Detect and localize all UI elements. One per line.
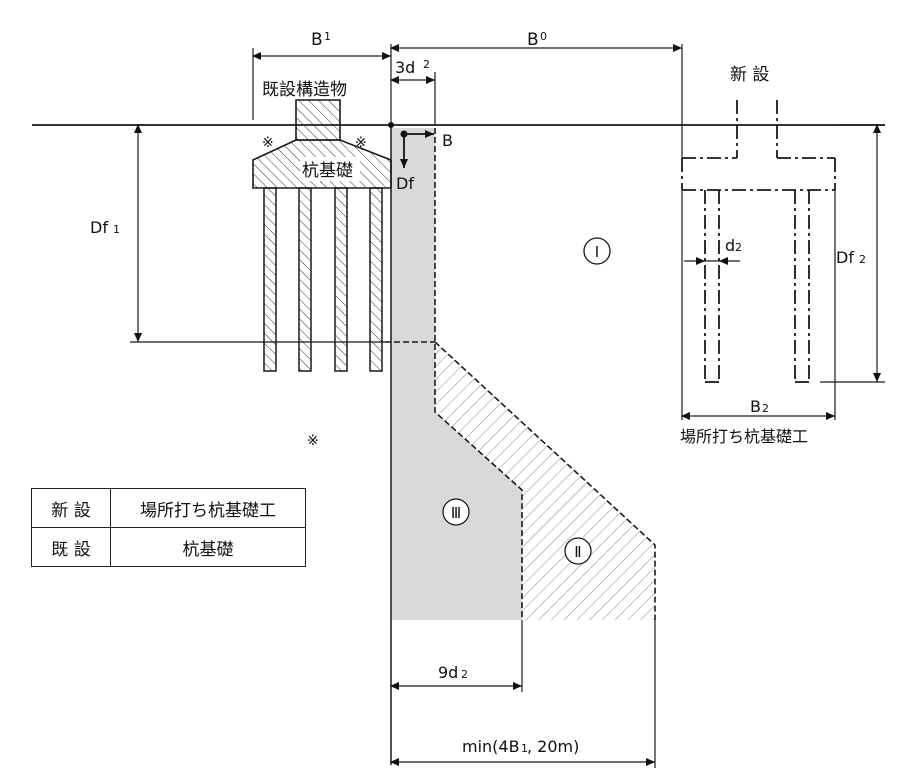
b0-subscript: 0 [540,30,547,43]
d2-label: d [725,236,735,255]
min-width-label: min(4B [462,737,520,756]
zone1-marker [583,237,611,265]
3d2-subscript: 2 [423,58,430,71]
existing-pile-4 [369,187,383,372]
legend-row: 新 設 場所打ち杭基礎工 [31,488,306,528]
existing-pile-2 [298,187,312,372]
df1-label: Df [90,218,108,237]
existing-structure-label: 既設構造物 [262,80,347,100]
b1-label: B [311,30,323,50]
min-width-tail: , 20m) [527,737,579,756]
asterisk-1: ※ [262,135,274,151]
new-foundation [681,100,836,383]
asterisk-2: ※ [355,135,367,151]
legend-row: 既 設 杭基礎 [31,527,306,567]
pile-foundation-label: 杭基礎 [302,161,353,181]
asterisk-3: ※ [307,433,319,449]
9d2-label: 9d [438,663,458,682]
3d2-label: 3d [395,58,415,77]
zone2-boundary [434,341,656,620]
zone3-marker [442,498,470,526]
b-point-label: B [442,131,453,150]
df-label: Df [396,174,414,193]
legend-value: 杭基礎 [110,527,306,567]
zone3-boundary [434,128,523,620]
df2-subscript: 2 [859,253,866,266]
b0-label: B [527,30,539,50]
legend-key: 既 設 [31,527,111,567]
ground-origin-dot [388,122,394,128]
df2-label: Df [836,248,854,267]
9d2-subscript: 2 [461,668,468,681]
legend-value: 場所打ち杭基礎工 [110,488,306,528]
zone2-label: Ⅱ [574,543,581,561]
existing-pile-1 [263,187,277,372]
min-width-subscript: 1 [521,742,528,755]
zone1-label: Ⅰ [595,243,599,261]
cast-in-place-label: 場所打ち杭基礎工 [680,427,808,446]
b2-label: B [750,397,761,416]
zone3-label: Ⅲ [451,504,461,522]
existing-structure-pier [295,99,341,141]
legend-table: 新 設 場所打ち杭基礎工 既 設 杭基礎 [31,488,306,567]
d2-subscript: 2 [735,241,742,254]
df1-subscript: 1 [113,223,120,236]
b2-subscript: 2 [762,402,769,415]
zone2-area [435,342,655,620]
existing-pile-3 [334,187,348,372]
b1-subscript: 1 [324,30,331,43]
zone2-marker [564,537,592,565]
zone3-area [391,128,522,620]
legend-key: 新 設 [31,488,111,528]
new-construction-label: 新 設 [730,65,769,85]
